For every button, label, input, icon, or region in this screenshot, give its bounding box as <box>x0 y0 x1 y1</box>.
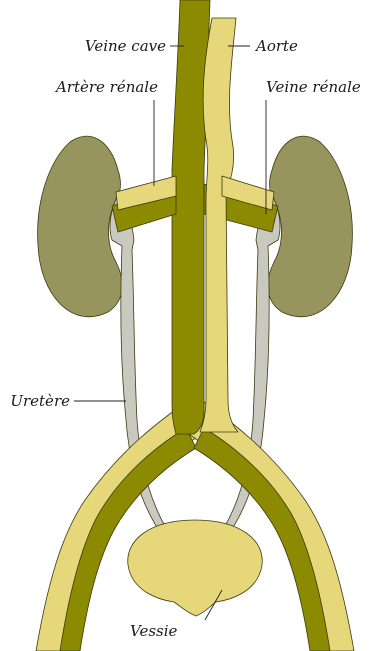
label-veine-renale: Veine rénale <box>266 78 361 96</box>
aorta <box>200 18 238 432</box>
label-aorte: Aorte <box>254 37 298 55</box>
right-kidney <box>268 136 352 317</box>
label-artere-renale: Artère rénale <box>54 78 158 96</box>
left-kidney <box>38 136 122 317</box>
label-vessie: Vessie <box>130 622 178 640</box>
label-uretere: Uretère <box>10 392 70 410</box>
bladder <box>128 520 262 616</box>
label-veine-cave: Veine cave <box>85 37 166 55</box>
vena-cava <box>172 0 210 434</box>
